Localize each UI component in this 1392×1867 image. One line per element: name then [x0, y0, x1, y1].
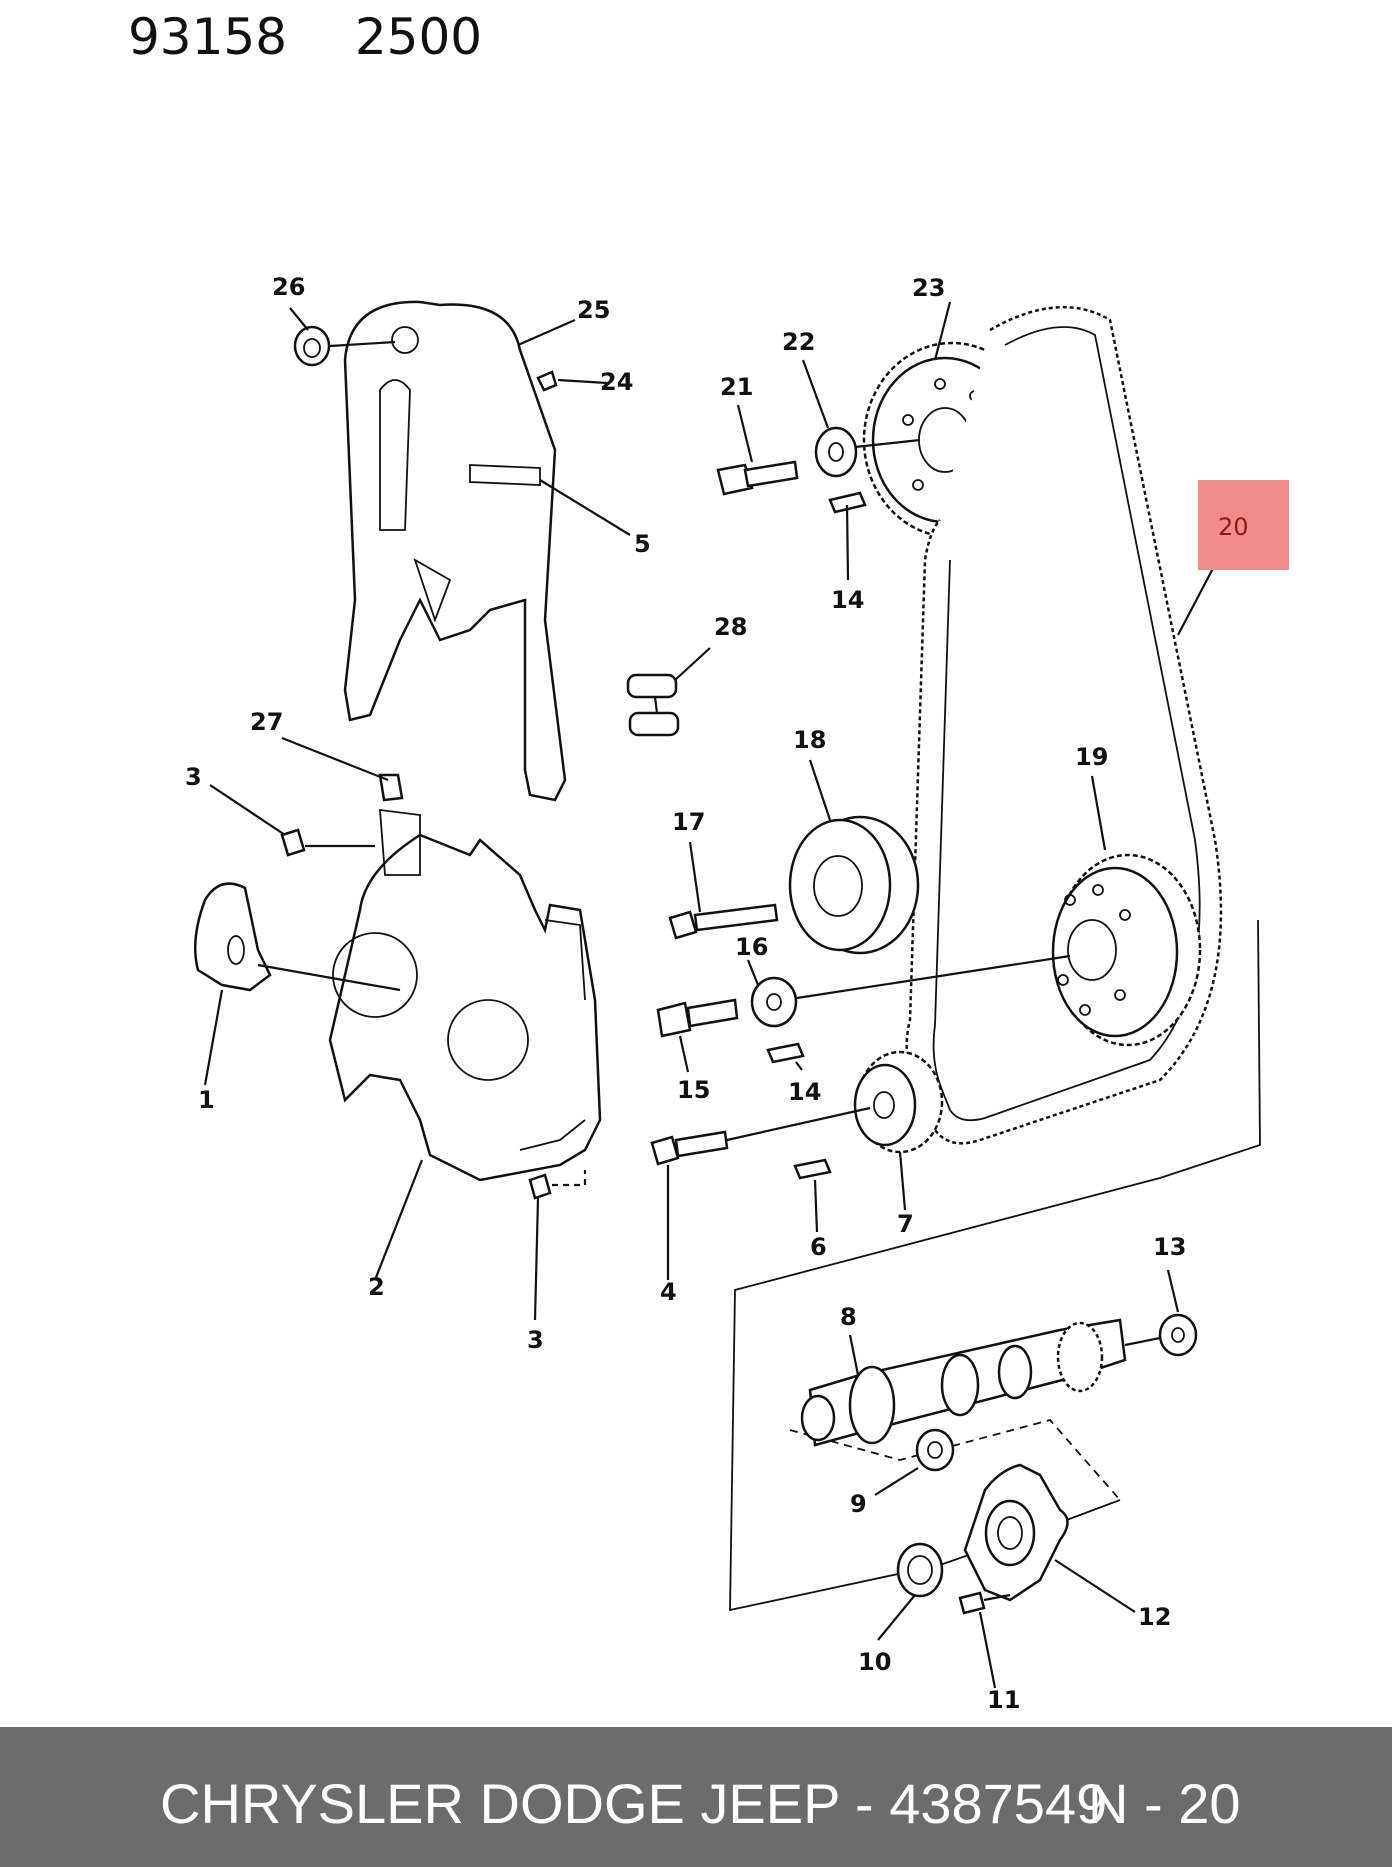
part-16-washer: [750, 954, 1071, 1028]
part-17-bolt: [668, 903, 779, 940]
part-21-bolt: [716, 460, 799, 496]
callout-13: 13: [1153, 1233, 1186, 1261]
callout-23: 23: [912, 274, 945, 302]
part-28-spacers: [626, 673, 680, 737]
part-10-seal: [896, 1542, 944, 1598]
part-27-clip: [378, 773, 404, 802]
timing-belt-exploded-diagram: 26 25 24 5 23 22 21 14 20 28 18 19 17 16…: [185, 273, 1289, 1714]
callout-17: 17: [672, 808, 705, 836]
leader-lines: [203, 301, 1221, 1689]
callout-22: 22: [782, 328, 815, 356]
callout-19: 19: [1075, 743, 1108, 771]
part-14-key-upper: [828, 491, 867, 514]
callout-1: 1: [198, 1086, 215, 1114]
callout-11: 11: [987, 1686, 1020, 1714]
callout-labels: 26 25 24 5 23 22 21 14 20 28 18 19 17 16…: [185, 273, 1249, 1714]
callout-16: 16: [735, 933, 768, 961]
callout-2: 2: [368, 1273, 385, 1301]
footer-bar: CHRYSLER DODGE JEEP - 4387549 N - 20: [0, 1727, 1392, 1867]
part-12-retainer: [963, 1463, 1069, 1602]
callout-6: 6: [810, 1233, 827, 1261]
part-6-key: [793, 1158, 832, 1180]
upper-timing-cover: [343, 300, 567, 802]
callout-7: 7: [897, 1210, 914, 1238]
callout-14-middle: 14: [788, 1078, 821, 1106]
part-3-bolt-upper: [280, 828, 375, 857]
callout-26: 26: [272, 273, 305, 301]
part-1-seal: [193, 882, 401, 992]
callout-14-upper: 14: [831, 586, 864, 614]
callout-20-highlight: [1198, 480, 1289, 570]
part-19-intermediate-sprocket: [1051, 853, 1202, 1047]
callout-3-lower: 3: [527, 1326, 544, 1354]
part-15-bolt: [656, 998, 739, 1038]
part-11-bolt: [958, 1591, 1011, 1615]
part-26-grommet: [293, 325, 396, 367]
part-8-intermediate-shaft: [800, 1318, 1161, 1447]
callout-21: 21: [720, 373, 753, 401]
callout-20: 20: [1218, 513, 1249, 541]
page-reference: N - 20: [1088, 1772, 1241, 1835]
callout-27: 27: [250, 708, 283, 736]
callout-28: 28: [714, 613, 747, 641]
part-3-bolt-lower: [528, 1170, 587, 1200]
part-7-crankshaft-sprocket: [853, 1050, 944, 1154]
part-13-seal: [1158, 1313, 1198, 1357]
callout-9: 9: [850, 1490, 867, 1518]
callout-25: 25: [577, 296, 610, 324]
callout-8: 8: [840, 1303, 857, 1331]
part-18-idler-pulley: [788, 815, 920, 955]
callout-3-upper: 3: [185, 763, 202, 791]
lower-timing-cover: [328, 808, 602, 1182]
callout-4: 4: [660, 1278, 677, 1306]
callout-5: 5: [634, 530, 651, 558]
part-4-bolt: [650, 1106, 871, 1166]
part-14-key-middle: [766, 1042, 805, 1064]
part-9-seal: [915, 1428, 955, 1472]
callout-24: 24: [600, 368, 633, 396]
catalog-code: 93158 2500: [128, 8, 483, 66]
callout-12: 12: [1138, 1603, 1171, 1631]
part-22-washer: [814, 426, 858, 478]
callout-10: 10: [858, 1648, 891, 1676]
callout-18: 18: [793, 726, 826, 754]
brand-part-number: CHRYSLER DODGE JEEP - 4387549: [160, 1772, 1108, 1835]
part-24-clip: [536, 370, 558, 392]
callout-15: 15: [677, 1076, 710, 1104]
